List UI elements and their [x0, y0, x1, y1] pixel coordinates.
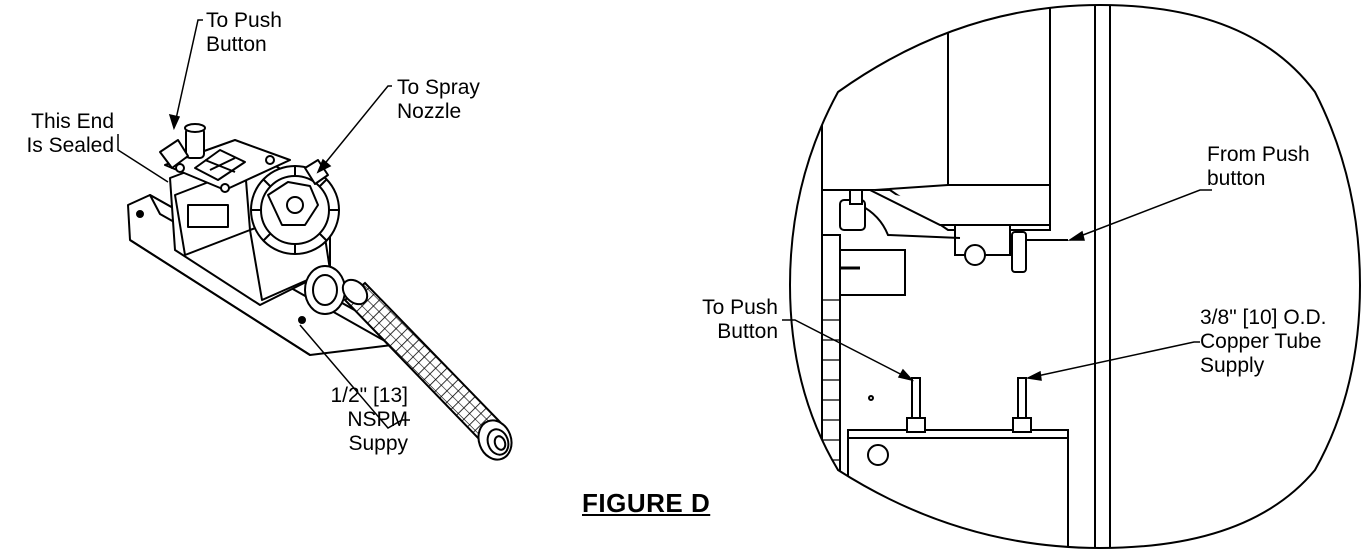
label-to-push-button-left: To Push Button — [206, 9, 282, 56]
valve-assembly — [127, 123, 393, 356]
label-from-push-button: From Push button — [1207, 143, 1310, 190]
install-detail — [821, 5, 1111, 548]
right-leaders — [782, 189, 1212, 382]
label-nspm-supply: 1/2" [13] NSPM Suppy — [330, 384, 408, 455]
push-button-tube — [911, 377, 921, 419]
copper-supply-tube — [1017, 377, 1027, 419]
braided-hose — [341, 278, 513, 461]
detail-outline — [788, 3, 1362, 550]
left-leaders — [117, 19, 410, 429]
label-copper-supply: 3/8" [10] O.D. Copper Tube Supply — [1200, 306, 1327, 377]
side-bracket — [834, 249, 906, 296]
label-to-spray-nozzle: To Spray Nozzle — [397, 76, 480, 123]
figure-title: FIGURE D — [582, 488, 711, 518]
label-this-end-sealed: This End Is Sealed — [26, 110, 114, 157]
label-to-push-button-right: To Push Button — [702, 296, 778, 343]
